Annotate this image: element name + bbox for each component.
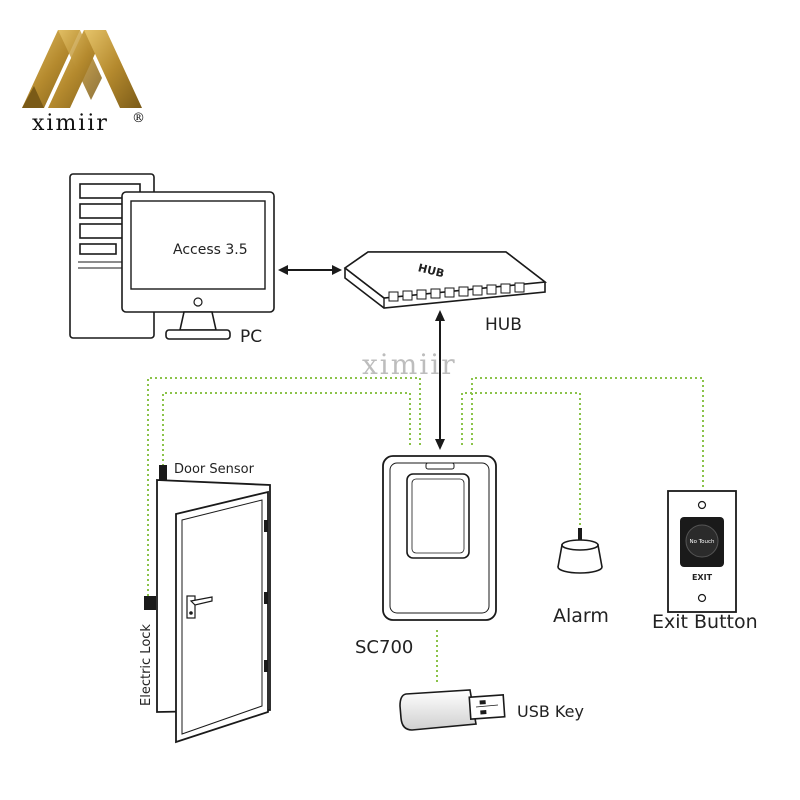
- door-sensor-label: Door Sensor: [174, 462, 255, 477]
- sc700-label: SC700: [355, 637, 413, 658]
- door: Door Sensor Electric Lock: [139, 462, 271, 744]
- hub-top-text: HUB: [417, 261, 446, 280]
- watermark-text: ximiir: [362, 348, 457, 381]
- alarm-device: Alarm: [553, 528, 609, 627]
- pc-label: PC: [240, 327, 262, 347]
- hub-controller-link-arrow: [435, 310, 445, 450]
- registered-mark: ®: [132, 111, 145, 126]
- brand-name: ximiir: [32, 111, 109, 136]
- pc-device: Access 3.5 PC: [69, 173, 275, 347]
- door-sensor-block: [159, 465, 167, 480]
- usb-key-device: USB Key: [399, 689, 584, 731]
- hub-ports: [388, 282, 525, 302]
- signal-wires: [147, 377, 704, 682]
- hub-device: HUB HUB: [343, 251, 548, 335]
- electric-lock-block: [144, 596, 156, 610]
- alarm-label: Alarm: [553, 605, 609, 627]
- exit-button-device: No Touch EXIT Exit Button: [652, 490, 758, 633]
- usb-key-label: USB Key: [517, 702, 584, 721]
- exit-button-face-text: No Touch: [689, 539, 715, 545]
- door-handle: [186, 595, 213, 619]
- sc700-device: SC700: [355, 455, 497, 658]
- brand-logo: ximiir ®: [22, 30, 145, 136]
- svg-text:ximiir: ximiir: [32, 111, 109, 136]
- sc700-sensor-window: [406, 473, 470, 559]
- pc-screen-text: Access 3.5: [173, 242, 248, 258]
- pc-hub-link-arrow: [278, 265, 342, 275]
- electric-lock-label: Electric Lock: [139, 624, 154, 706]
- exit-plate-text: EXIT: [692, 573, 713, 582]
- exit-button-label: Exit Button: [652, 611, 758, 633]
- hub-label: HUB: [485, 315, 522, 335]
